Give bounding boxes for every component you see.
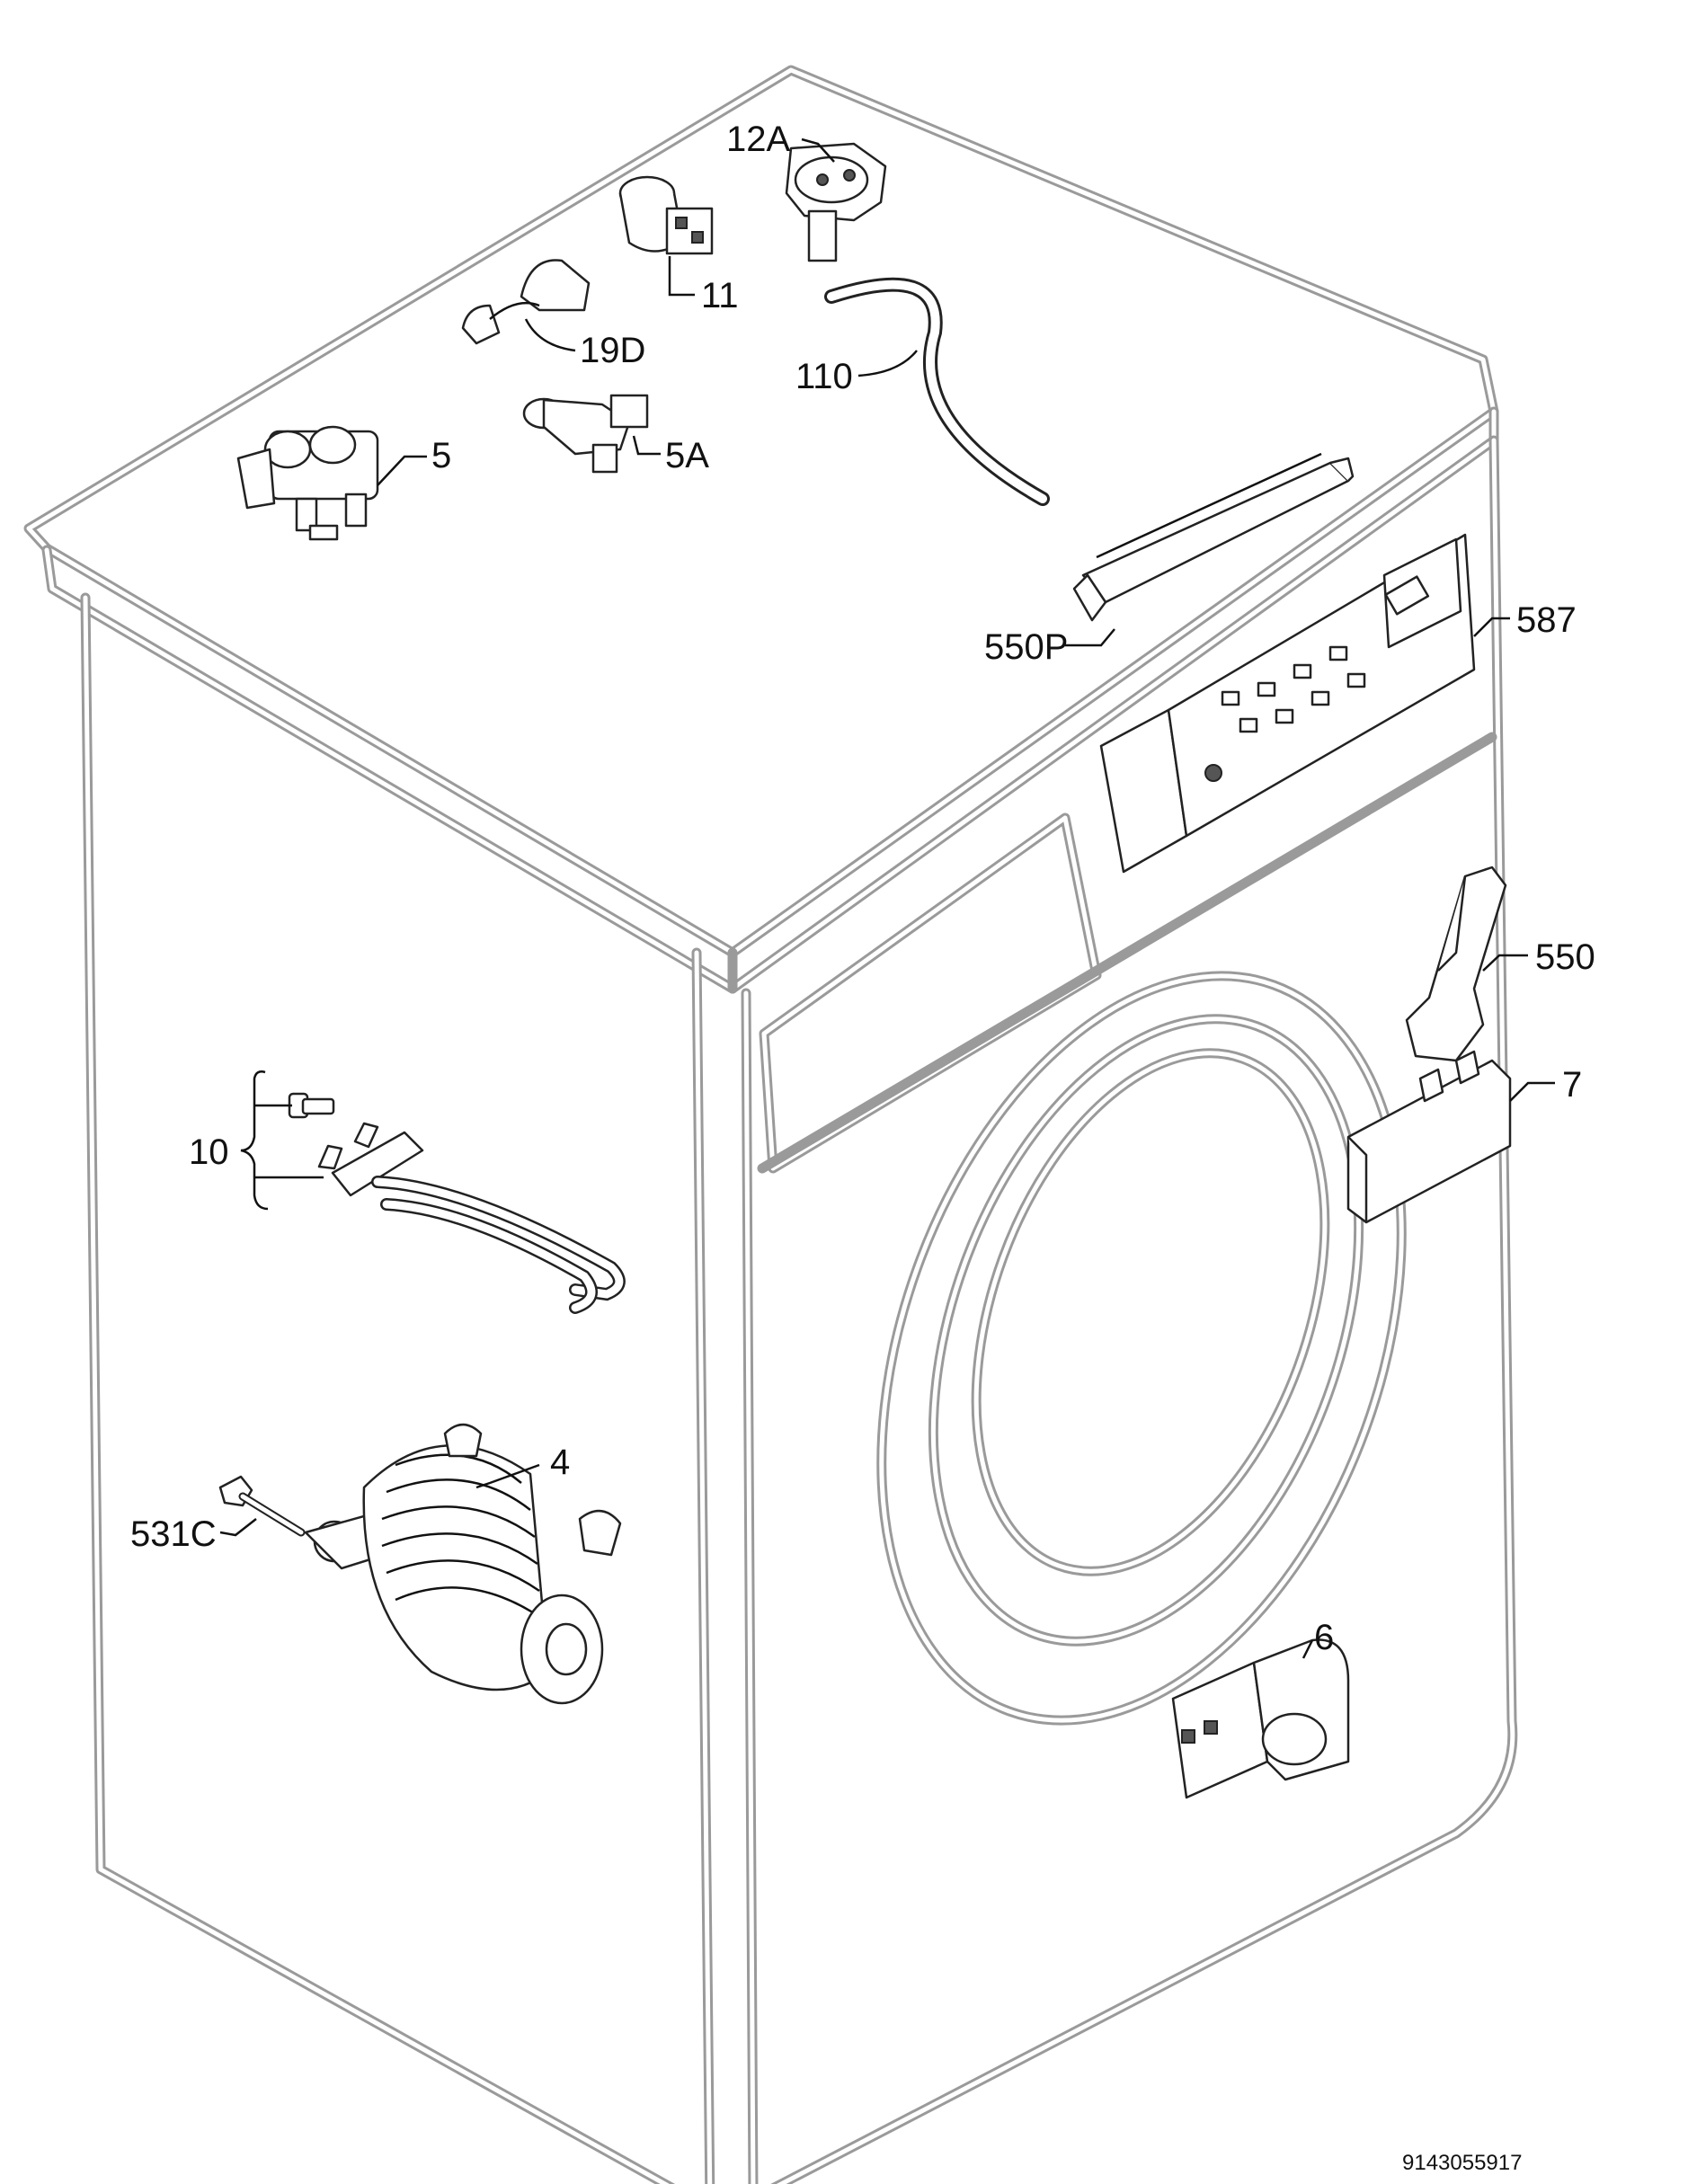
callout-587: 587 — [1516, 600, 1577, 640]
capacitor-part — [618, 175, 714, 255]
module-buttons — [1221, 645, 1366, 733]
screw-part — [218, 1475, 306, 1537]
washing-machine-cabinet — [23, 65, 1518, 2184]
leader-7 — [1509, 1081, 1555, 1102]
leader-10 — [240, 1070, 324, 1211]
leader-6 — [1302, 1639, 1314, 1659]
motor-part — [304, 1423, 622, 1705]
callout-531c: 531C — [130, 1514, 217, 1554]
callout-12a: 12A — [726, 120, 790, 159]
leader-11 — [668, 256, 695, 297]
leader-550p — [1065, 628, 1115, 647]
leader-587 — [1473, 617, 1510, 637]
leader-5a — [632, 435, 661, 456]
callout-5a: 5A — [665, 436, 709, 475]
leader-19d — [524, 318, 576, 352]
drain-pump-part — [1171, 1638, 1350, 1799]
control-panel-frame-part — [1072, 452, 1355, 622]
inlet-valve-part — [236, 425, 379, 541]
leader-531c — [219, 1518, 257, 1537]
callout-110: 110 — [795, 357, 853, 396]
callout-19d: 19D — [580, 331, 645, 370]
callout-550: 550 — [1535, 937, 1595, 977]
hose-part — [824, 277, 1050, 506]
leader-5 — [377, 455, 427, 486]
single-valve-part — [522, 394, 649, 474]
drawing-number: 9143055917 — [1402, 2151, 1522, 2175]
callout-labels: 12A 11 19D 110 5 5A 550P 587 550 7 10 4 … — [130, 120, 1595, 2175]
leader-550 — [1482, 954, 1528, 972]
leader-4 — [475, 1463, 540, 1489]
leader-lines — [219, 138, 1555, 1659]
leader-12a — [801, 138, 835, 163]
leader-110 — [857, 350, 918, 377]
door-handle-part — [1405, 866, 1507, 1062]
callout-6: 6 — [1314, 1618, 1334, 1657]
suppressor-part — [461, 259, 591, 345]
door-lock-part — [1346, 1050, 1512, 1224]
callout-550p: 550P — [984, 627, 1068, 667]
callout-11: 11 — [701, 276, 739, 315]
callout-7: 7 — [1562, 1065, 1582, 1105]
heater-element-part — [288, 1092, 626, 1314]
callout-5: 5 — [431, 436, 451, 475]
callout-4: 4 — [550, 1443, 570, 1482]
callout-10: 10 — [189, 1132, 229, 1172]
electronic-module-part — [1099, 533, 1476, 874]
pressure-switch-part — [785, 142, 887, 262]
